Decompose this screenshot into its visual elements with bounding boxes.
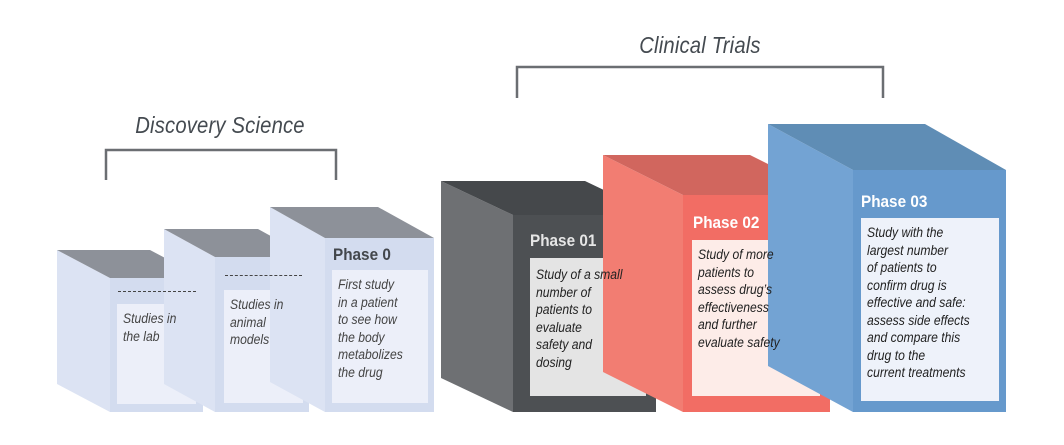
stage-phase0-title: Phase 0 (333, 245, 391, 264)
stage-phase01-description: Study of a small number of patients to e… (530, 258, 646, 396)
stage-phase01-text: Study of a small number of patients to e… (536, 267, 623, 370)
stage-phase0-description: First study in a patient to see how the … (332, 270, 428, 403)
stage-lab-title-placeholder (118, 291, 196, 292)
stage-phase0-text: First study in a patient to see how the … (338, 277, 403, 380)
box-phase03 (768, 124, 1006, 412)
group-title-clinical: Clinical Trials (639, 32, 761, 58)
discovery-bracket (104, 148, 338, 180)
stage-phase01-title: Phase 01 (530, 231, 597, 250)
clinical-bracket (515, 65, 885, 98)
stage-phase03-title: Phase 03 (861, 192, 928, 211)
stage-lab-text: Studies in the lab (123, 311, 177, 344)
stage-phase02-description: Study of more patients to assess drug’s … (692, 240, 820, 396)
box-phase0 (270, 207, 434, 412)
group-title-discovery: Discovery Science (135, 112, 305, 138)
stage-phase03-text: Study with the largest number of patient… (867, 225, 970, 380)
stage-animal-title-placeholder (225, 275, 302, 276)
stage-animal-text: Studies in animal models (230, 297, 284, 347)
stage-animal-description: Studies in animal models (224, 290, 303, 403)
stage-phase03-description: Study with the largest number of patient… (861, 218, 999, 401)
stage-lab-description: Studies in the lab (117, 304, 196, 404)
stage-phase02-title: Phase 02 (693, 213, 760, 232)
stage-phase02-text: Study of more patients to assess drug’s … (698, 247, 780, 350)
